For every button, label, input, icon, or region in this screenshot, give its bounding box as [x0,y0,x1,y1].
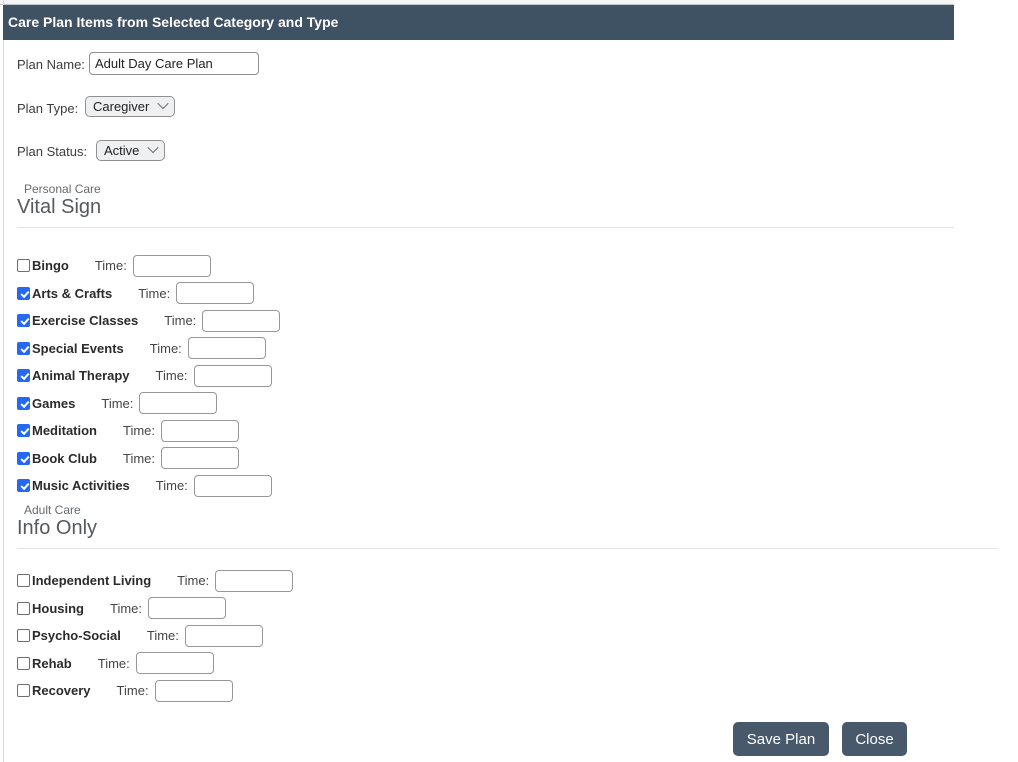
section-category: Personal Care [24,182,101,196]
care-item-label: Bingo [32,258,69,274]
checked-checkbox[interactable] [17,479,30,493]
care-item-row: Meditation Time: [17,417,280,445]
time-input[interactable] [135,652,214,675]
time-input[interactable] [193,474,272,497]
time-label: Time: [177,573,210,589]
section-category: Adult Care [24,503,81,517]
chevron-down-icon [147,141,160,154]
care-item-row: Special Events Time: [17,335,280,363]
time-input[interactable] [184,624,263,647]
care-item-row: Housing Time: [17,595,293,623]
time-input[interactable] [187,337,266,360]
care-item-label: Games [32,395,76,411]
chevron-down-icon [157,97,170,110]
unchecked-checkbox[interactable] [17,656,30,670]
checked-checkbox[interactable] [17,369,30,383]
care-item-row: Rehab Time: [17,650,293,678]
plan-type-select[interactable]: Caregiver [85,96,176,117]
checked-checkbox[interactable] [17,451,30,465]
care-item-row: Bingo Time: [17,252,280,280]
checked-checkbox[interactable] [17,396,30,410]
dialog-title: Care Plan Items from Selected Category a… [8,14,339,30]
plan-type-label: Plan Type: [17,101,79,116]
time-input[interactable] [176,282,255,305]
time-input[interactable] [202,309,281,332]
time-label: Time: [149,340,182,356]
close-button[interactable]: Close [842,722,907,756]
time-input[interactable] [139,392,218,415]
plan-status-select[interactable]: Active [96,140,166,161]
checked-checkbox[interactable] [17,314,30,328]
care-item-label: Animal Therapy [32,368,130,384]
time-label: Time: [155,368,188,384]
section-type: Vital Sign [17,196,102,218]
checked-checkbox[interactable] [17,424,30,438]
time-input[interactable] [193,364,272,387]
care-item-row: Arts & Crafts Time: [17,280,280,308]
care-item-label: Psycho-Social [32,628,121,644]
care-item-row: Independent Living Time: [17,567,294,595]
plan-status-label: Plan Status: [17,144,88,159]
time-label: Time: [123,423,156,439]
plan-name-label: Plan Name: [17,57,85,72]
time-input[interactable] [154,679,233,702]
care-item-row: Psycho-Social Time: [17,622,293,650]
unchecked-checkbox[interactable] [17,629,30,643]
unchecked-checkbox[interactable] [17,684,30,698]
section-divider [17,548,998,549]
top-strip [0,0,954,5]
care-item-label: Meditation [32,423,97,439]
care-item-row: Book Club Time: [17,445,280,473]
panel-left-border [3,0,4,762]
unchecked-checkbox[interactable] [17,259,30,273]
care-item-row: Recovery Time: [17,677,293,705]
care-item-label: Rehab [32,655,72,671]
care-item-label: Special Events [32,340,124,356]
checked-checkbox[interactable] [17,286,30,300]
care-item-row: Music Activities Time: [17,472,280,500]
time-label: Time: [146,628,179,644]
dialog-title-bar: Care Plan Items from Selected Category a… [3,5,954,40]
time-label: Time: [123,450,156,466]
time-input[interactable] [148,597,227,620]
time-input[interactable] [215,569,294,592]
care-item-label: Music Activities [32,478,130,494]
time-label: Time: [116,683,149,699]
time-label: Time: [138,285,171,301]
care-item-label: Book Club [32,450,97,466]
care-item-row: Games Time: [17,390,280,418]
time-input[interactable] [161,419,240,442]
unchecked-checkbox[interactable] [17,601,30,615]
section-divider [17,227,954,228]
plan-name-input[interactable] [89,52,259,75]
care-item-label: Housing [32,600,84,616]
save-plan-button[interactable]: Save Plan [733,722,829,756]
section-type: Info Only [17,517,98,539]
care-item-row: Exercise Classes Time: [17,307,281,335]
care-item-label: Recovery [32,683,91,699]
checked-checkbox[interactable] [17,341,30,355]
time-label: Time: [110,600,143,616]
time-label: Time: [164,313,197,329]
unchecked-checkbox[interactable] [17,574,30,588]
plan-status-value: Active [104,143,140,158]
plan-type-value: Caregiver [93,99,150,114]
time-label: Time: [97,655,130,671]
time-label: Time: [94,258,127,274]
care-item-label: Exercise Classes [32,313,139,329]
time-input[interactable] [161,447,240,470]
time-label: Time: [101,395,134,411]
care-item-label: Arts & Crafts [32,285,113,301]
care-item-row: Animal Therapy Time: [17,362,280,390]
care-item-label: Independent Living [32,573,152,589]
time-label: Time: [155,478,188,494]
time-input[interactable] [132,254,211,277]
